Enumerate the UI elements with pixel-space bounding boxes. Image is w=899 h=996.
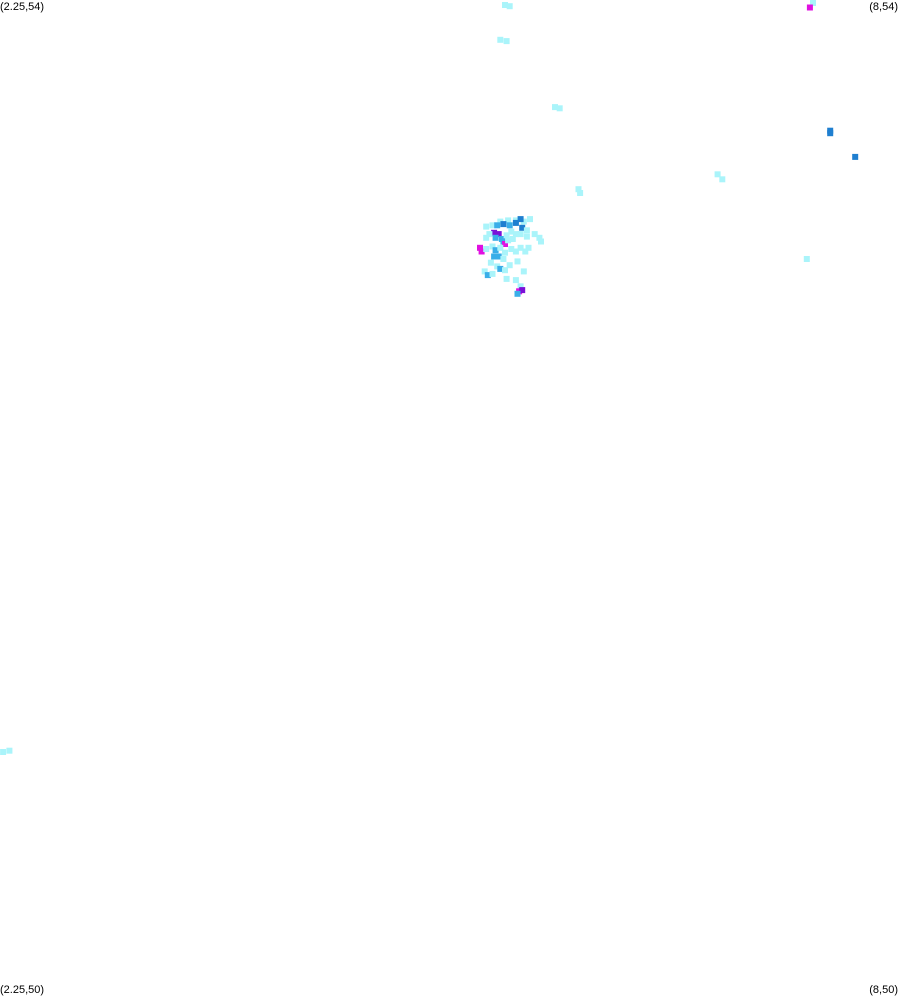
map-cell-light [494, 263, 501, 270]
map-cell-purple [495, 231, 502, 238]
map-cell-light [483, 246, 490, 252]
map-cell-light [0, 749, 7, 755]
map-cell-light [512, 231, 519, 238]
map-cell-light [538, 238, 544, 245]
map-cell-medium [495, 253, 502, 260]
map-cell-light [6, 747, 13, 754]
map-cell-light [810, 0, 816, 6]
map-cell-magenta [806, 4, 813, 11]
map-cell-light [502, 249, 508, 256]
map-cell-light [577, 190, 584, 196]
map-cell-light [575, 186, 582, 193]
map-cell-light [522, 248, 529, 255]
map-cell-light [512, 248, 519, 255]
map-cell-light [483, 234, 490, 241]
map-cell-light [497, 244, 504, 251]
map-cell-light [517, 231, 524, 238]
map-cell-light [512, 277, 519, 284]
map-cell-dark [512, 219, 519, 226]
map-cell-medium [492, 247, 499, 254]
map-cell-medium [492, 234, 499, 241]
map-cell-light [502, 267, 508, 274]
map-cell-dark [517, 216, 524, 223]
map-cell-light [556, 105, 563, 112]
map-cell-magenta [478, 248, 485, 255]
map-cell-light [503, 275, 510, 282]
map-cell-light [500, 256, 507, 262]
map-cell-medium [506, 222, 513, 229]
map-cell-light [481, 268, 488, 275]
map-cell-light [517, 283, 524, 290]
map-cell-dark [519, 224, 526, 231]
map-cell-light [506, 262, 513, 269]
map-cell-purple [519, 287, 526, 294]
map-cell-light [487, 259, 494, 266]
map-cell-light [497, 36, 504, 43]
map-cell-dark [500, 221, 507, 228]
map-cell-medium [484, 272, 491, 279]
corner-label-top-left: (2.25,54) [0, 1, 45, 13]
map-cell-light [523, 233, 530, 240]
map-cell-light [505, 217, 512, 224]
map-cell-light [523, 227, 530, 234]
map-cell-dark [827, 130, 834, 137]
corner-label-bottom-left: (2.25,50) [0, 984, 45, 996]
map-cell-light [520, 268, 527, 275]
map-cell-light [486, 231, 493, 238]
map-cell-light [527, 216, 533, 223]
map-cell-light [508, 228, 515, 235]
map-cell-light [489, 270, 496, 277]
map-cell-medium [491, 253, 498, 260]
map-cell-light [552, 104, 558, 111]
corner-label-top-right: (8,54) [869, 1, 898, 13]
map-cell-medium [494, 222, 501, 229]
map-cell-light [714, 171, 721, 178]
map-cell-light [505, 237, 512, 244]
map-cell-light [520, 218, 527, 225]
map-cell-light [489, 222, 496, 229]
map-cell-light [489, 243, 496, 250]
map-cell-light [803, 256, 810, 262]
map-cell-medium [514, 290, 521, 297]
map-cell-light [531, 231, 538, 238]
map-cell-light [719, 176, 726, 183]
map-cell-purple [491, 229, 498, 236]
map-cell-dark [852, 153, 859, 160]
corner-label-bottom-right: (8,50) [869, 984, 898, 996]
map-cell-light [514, 258, 521, 265]
map-cell-light [506, 3, 513, 10]
map-cell-light [508, 246, 515, 252]
map-cell-magenta [477, 244, 483, 251]
map-cell-light [497, 218, 504, 225]
map-cell-light [483, 223, 490, 230]
map-cell-light [503, 232, 510, 239]
map-cell-light [517, 244, 524, 251]
map-cell-light [503, 38, 510, 45]
map-cell-medium [497, 265, 504, 272]
map-cell-magenta [502, 241, 508, 247]
map-cell-light [525, 244, 532, 251]
map-cell-light [502, 2, 508, 8]
map-cell-light [536, 234, 543, 241]
map-cell-light [509, 236, 516, 242]
